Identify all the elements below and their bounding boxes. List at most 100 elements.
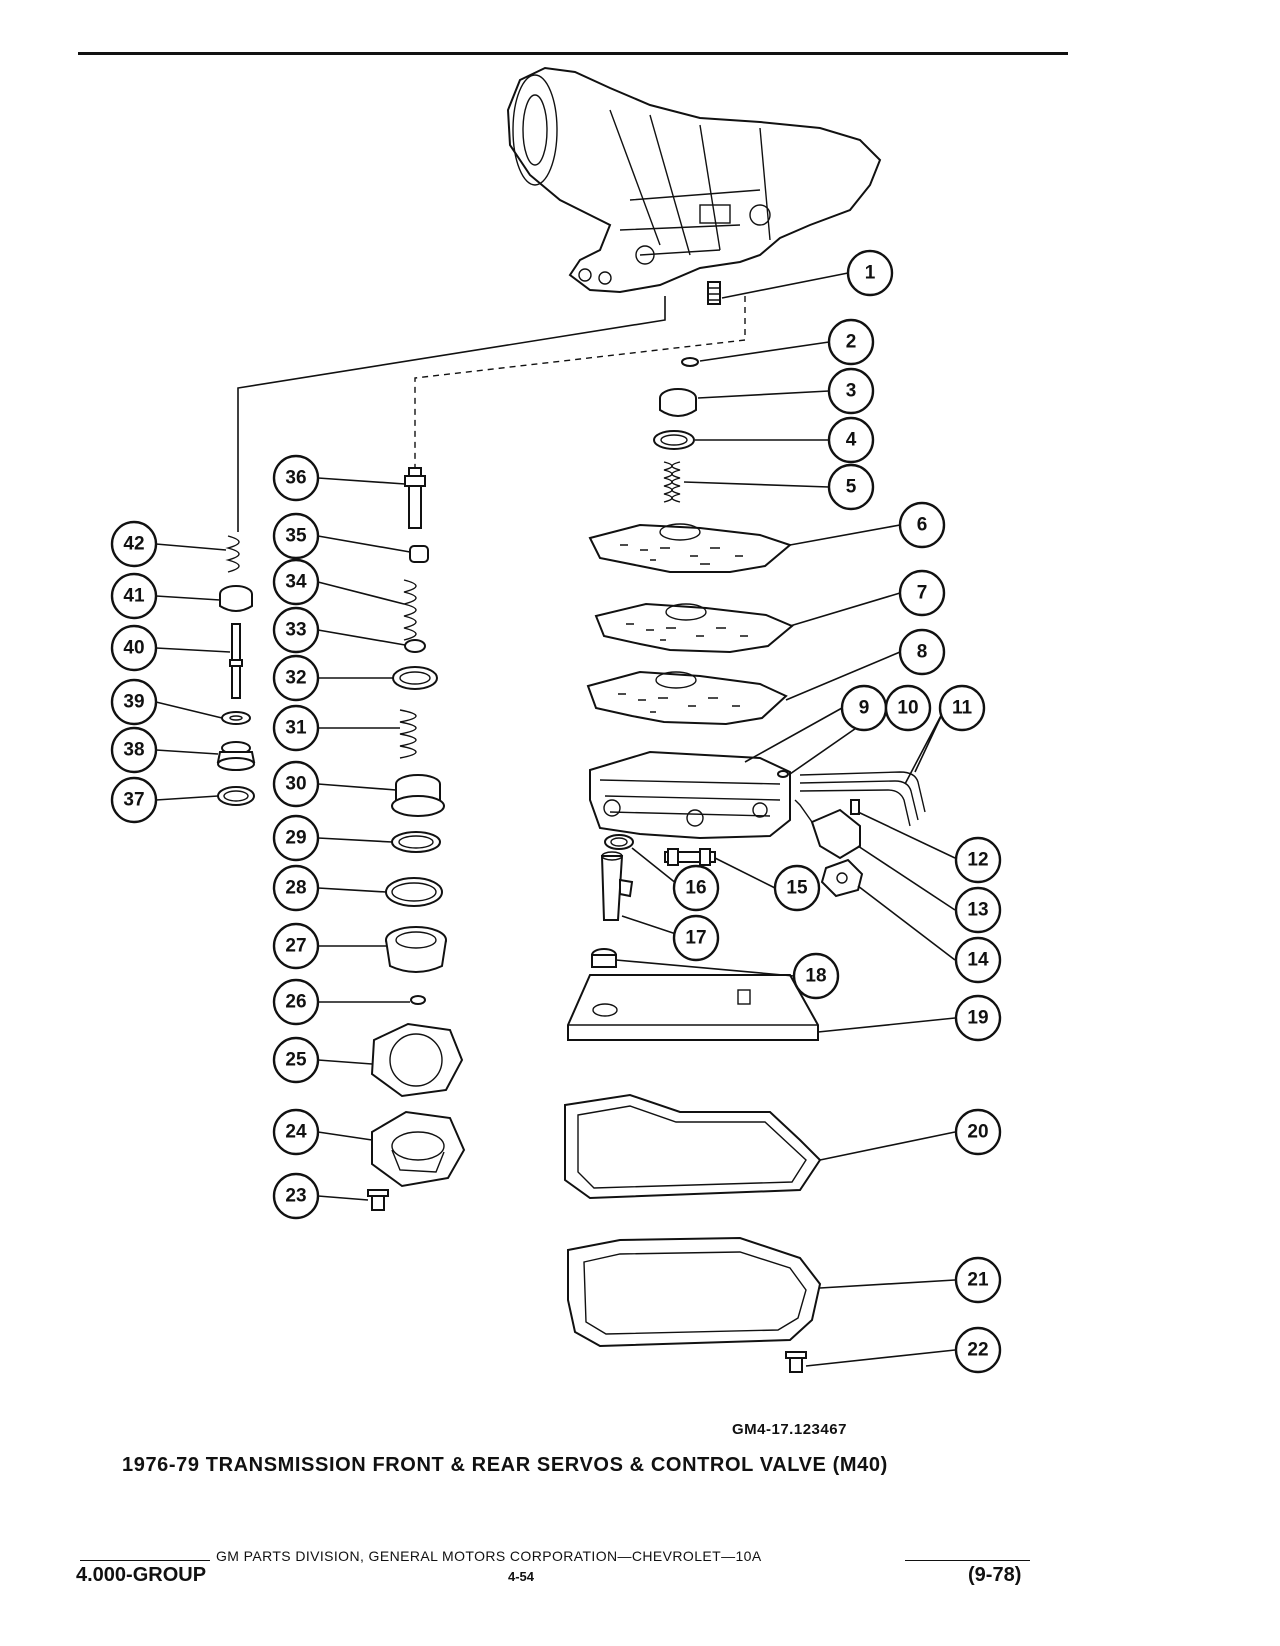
callout-29: 29 — [272, 814, 320, 862]
figure-caption: 1976-79 TRANSMISSION FRONT & REAR SERVOS… — [122, 1454, 888, 1476]
part-14-gasket — [820, 858, 864, 898]
part-37-ring — [217, 786, 255, 806]
svg-text:4: 4 — [846, 430, 857, 451]
callout-16: 16 — [672, 864, 720, 912]
part-24-servo-cover — [371, 1110, 466, 1188]
svg-text:6: 6 — [917, 515, 928, 536]
leader-case-to-42 — [237, 296, 666, 532]
callout-2: 2 — [827, 318, 875, 366]
svg-text:17: 17 — [685, 928, 706, 949]
callout-24: 24 — [272, 1108, 320, 1156]
part-32-ring — [392, 666, 438, 690]
figure-id: GM4-17.123467 — [732, 1421, 847, 1438]
svg-text:12: 12 — [967, 850, 988, 871]
page-number: 4-54 — [508, 1569, 535, 1584]
svg-text:27: 27 — [285, 936, 306, 957]
callout-4: 4 — [827, 416, 875, 464]
svg-text:37: 37 — [123, 790, 144, 811]
part-23-bolt — [367, 1189, 389, 1211]
callout-42: 42 — [110, 520, 158, 568]
callout-7: 7 — [898, 569, 946, 617]
part-9-control-valve-body — [589, 750, 791, 840]
part-38-piston — [216, 741, 256, 771]
callout-35: 35 — [272, 512, 320, 560]
part-10-clip — [777, 770, 789, 778]
svg-text:39: 39 — [123, 692, 144, 713]
top-rule — [78, 52, 1068, 55]
svg-text:31: 31 — [285, 718, 307, 739]
svg-text:35: 35 — [285, 526, 307, 547]
callout-17: 17 — [672, 914, 720, 962]
part-15-valve — [664, 848, 716, 866]
part-5-spring — [663, 461, 681, 503]
callout-32: 32 — [272, 654, 320, 702]
callout-26: 26 — [272, 978, 320, 1026]
part-33-washer — [404, 639, 426, 653]
callout-34: 34 — [272, 558, 320, 606]
group-label: 4.000-GROUP — [76, 1564, 207, 1586]
part-28-ring — [385, 877, 443, 907]
callout-18: 18 — [792, 952, 840, 1000]
svg-text:28: 28 — [285, 878, 306, 899]
svg-text:14: 14 — [967, 950, 989, 971]
svg-text:8: 8 — [917, 642, 928, 663]
callout-41: 41 — [110, 572, 158, 620]
part-2-ring — [681, 357, 699, 367]
svg-text:32: 32 — [285, 668, 306, 689]
callout-11: 11 — [938, 684, 986, 732]
callout-36: 36 — [272, 454, 320, 502]
callout-leaders — [155, 272, 956, 1367]
part-36-pin — [404, 467, 426, 529]
part-7-spacer-plate — [594, 602, 794, 654]
footer-rule-right — [905, 1560, 1030, 1561]
callout-19: 19 — [954, 994, 1002, 1042]
svg-text:10: 10 — [897, 698, 918, 719]
callout-3: 3 — [827, 367, 875, 415]
svg-text:20: 20 — [967, 1122, 988, 1143]
callout-14: 14 — [954, 936, 1002, 984]
svg-text:2: 2 — [846, 332, 857, 353]
callout-38: 38 — [110, 726, 158, 774]
part-41-cap — [219, 585, 253, 612]
callout-10: 10 — [884, 684, 932, 732]
svg-text:34: 34 — [285, 572, 307, 593]
svg-text:9: 9 — [859, 698, 870, 719]
svg-text:3: 3 — [846, 381, 857, 402]
svg-text:13: 13 — [967, 900, 988, 921]
part-29-snap-ring — [391, 831, 441, 853]
svg-text:26: 26 — [285, 992, 306, 1013]
part-3-cap — [659, 388, 697, 417]
callout-13: 13 — [954, 886, 1002, 934]
callout-22: 22 — [954, 1326, 1002, 1374]
part-1-bolt — [707, 281, 721, 305]
part-27-piston — [385, 926, 447, 973]
footer-credit: GM PARTS DIVISION, GENERAL MOTORS CORPOR… — [216, 1548, 762, 1564]
callout-30: 30 — [272, 760, 320, 808]
part-12-screw — [850, 799, 860, 815]
svg-text:24: 24 — [285, 1122, 307, 1143]
callout-33: 33 — [272, 606, 320, 654]
part-35-retainer — [409, 545, 429, 563]
svg-text:22: 22 — [967, 1340, 988, 1361]
callout-6: 6 — [898, 501, 946, 549]
svg-text:25: 25 — [285, 1050, 307, 1071]
part-40-pin — [229, 623, 243, 699]
svg-text:21: 21 — [967, 1270, 989, 1291]
svg-text:19: 19 — [967, 1008, 988, 1029]
callout-15: 15 — [773, 864, 821, 912]
callout-8: 8 — [898, 628, 946, 676]
part-22-bolt — [785, 1351, 807, 1373]
leader-case-to-36 — [414, 296, 746, 468]
part-25-gasket — [370, 1022, 464, 1098]
callout-1: 1 — [846, 249, 894, 297]
callout-25: 25 — [272, 1036, 320, 1084]
callout-40: 40 — [110, 624, 158, 672]
part-26-clip — [410, 995, 426, 1005]
svg-text:7: 7 — [917, 583, 928, 604]
part-20-pan-gasket — [564, 1093, 822, 1200]
part-31-spring — [399, 709, 417, 759]
part-21-oil-pan — [567, 1236, 822, 1348]
part-8-spacer-plate — [586, 670, 788, 726]
callout-12: 12 — [954, 836, 1002, 884]
